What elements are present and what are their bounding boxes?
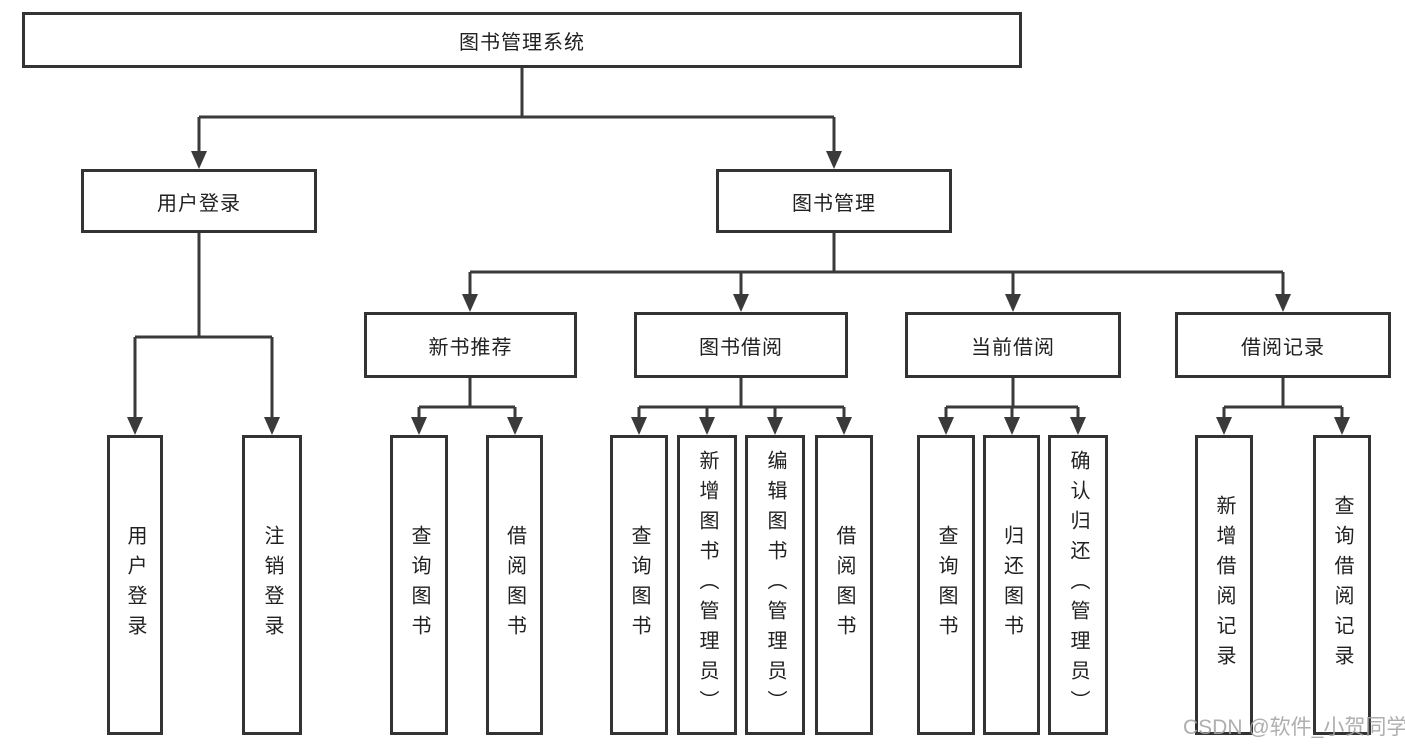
leaf-add-borrow-record: 新增借阅记录 bbox=[1195, 435, 1253, 735]
leaf-add-book-admin-label: 新增图书（管理员） bbox=[696, 450, 718, 720]
leaf-query-borrow-record: 查询借阅记录 bbox=[1313, 435, 1371, 735]
arrowheads bbox=[127, 151, 1350, 435]
node-book-borrow-label: 图书借阅 bbox=[699, 336, 783, 359]
leaf-edit-book-admin: 编辑图书（管理员） bbox=[745, 435, 805, 735]
leaf-query-books-borrow-label: 查询图书 bbox=[628, 525, 650, 645]
leaf-confirm-return-admin: 确认归还（管理员） bbox=[1048, 435, 1108, 735]
node-current-borrow-label: 当前借阅 bbox=[971, 336, 1055, 359]
node-current-borrow: 当前借阅 bbox=[905, 312, 1121, 378]
node-user-login-label: 用户登录 bbox=[157, 192, 241, 215]
leaf-edit-book-admin-label: 编辑图书（管理员） bbox=[764, 450, 786, 720]
leaf-borrow-books-label: 借阅图书 bbox=[833, 525, 855, 645]
leaf-query-books-current: 查询图书 bbox=[917, 435, 975, 735]
leaf-logout-label: 注销登录 bbox=[261, 525, 283, 645]
leaf-add-book-admin: 新增图书（管理员） bbox=[677, 435, 737, 735]
leaf-query-books-borrow: 查询图书 bbox=[610, 435, 668, 735]
leaf-borrow-books-recommend: 借阅图书 bbox=[486, 435, 543, 735]
node-new-book-recommend: 新书推荐 bbox=[364, 312, 577, 378]
node-book-borrow: 图书借阅 bbox=[634, 312, 848, 378]
node-borrow-records-label: 借阅记录 bbox=[1241, 336, 1325, 359]
leaf-query-books-recommend-label: 查询图书 bbox=[408, 525, 430, 645]
node-root: 图书管理系统 bbox=[22, 12, 1022, 68]
leaf-user-login: 用户登录 bbox=[107, 435, 163, 735]
node-borrow-records: 借阅记录 bbox=[1175, 312, 1391, 378]
node-book-management: 图书管理 bbox=[716, 169, 952, 233]
csdn-watermark: CSDN @软件_小贺同学 bbox=[1183, 716, 1405, 739]
leaf-query-books-current-label: 查询图书 bbox=[935, 525, 957, 645]
leaf-borrow-books: 借阅图书 bbox=[815, 435, 873, 735]
leaf-return-book-label: 归还图书 bbox=[1000, 525, 1023, 645]
leaf-user-login-label: 用户登录 bbox=[124, 525, 146, 645]
leaf-confirm-return-admin-label: 确认归还（管理员） bbox=[1067, 450, 1089, 720]
leaf-query-books-recommend: 查询图书 bbox=[390, 435, 448, 735]
leaf-logout: 注销登录 bbox=[242, 435, 302, 735]
leaf-query-borrow-record-label: 查询借阅记录 bbox=[1331, 495, 1353, 675]
node-root-label: 图书管理系统 bbox=[459, 31, 585, 54]
leaf-add-borrow-record-label: 新增借阅记录 bbox=[1213, 495, 1235, 675]
node-user-login: 用户登录 bbox=[81, 169, 317, 233]
leaf-borrow-books-recommend-label: 借阅图书 bbox=[503, 525, 526, 645]
node-book-management-label: 图书管理 bbox=[792, 192, 876, 215]
node-new-book-recommend-label: 新书推荐 bbox=[428, 336, 513, 359]
leaf-return-book: 归还图书 bbox=[983, 435, 1040, 735]
